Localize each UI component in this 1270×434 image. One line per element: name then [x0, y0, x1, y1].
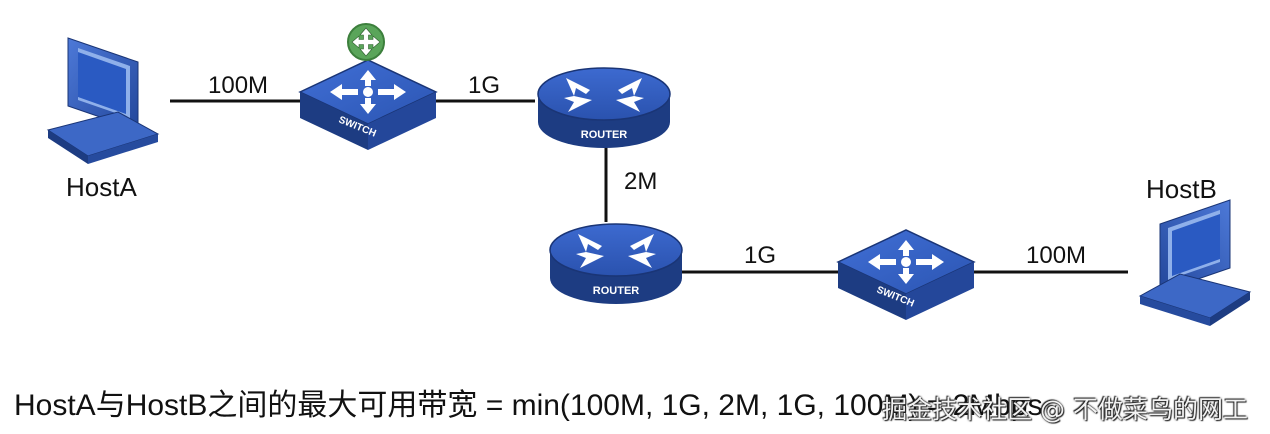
switch-2-icon: [837, 229, 975, 321]
link-speed-router-switch: 1G: [744, 242, 777, 269]
host-b-computer-icon: [1139, 199, 1251, 327]
host-b-label: HostB: [1146, 174, 1217, 204]
watermark-text: 掘金技术社区 @ 不做菜鸟的网工: [882, 395, 1248, 424]
link-speed-switch-hostb: 100M: [1026, 242, 1087, 269]
switch-1-icon: [299, 59, 437, 151]
link-speed-hosta-switch: 100M: [208, 72, 269, 99]
router-2-icon: [549, 223, 683, 305]
bandwidth-formula-caption: HostA与HostB之间的最大可用带宽 = min(100M, 1G, 2M,…: [14, 389, 1043, 422]
router-1-icon: [537, 67, 671, 149]
links: [170, 99, 1128, 274]
host-a-label: HostA: [66, 172, 137, 202]
link-speed-switch-router: 1G: [468, 72, 501, 99]
move-handle-icon[interactable]: [347, 23, 385, 61]
host-a-computer-icon: [47, 37, 159, 165]
link-speed-router-router: 2M: [624, 168, 658, 195]
